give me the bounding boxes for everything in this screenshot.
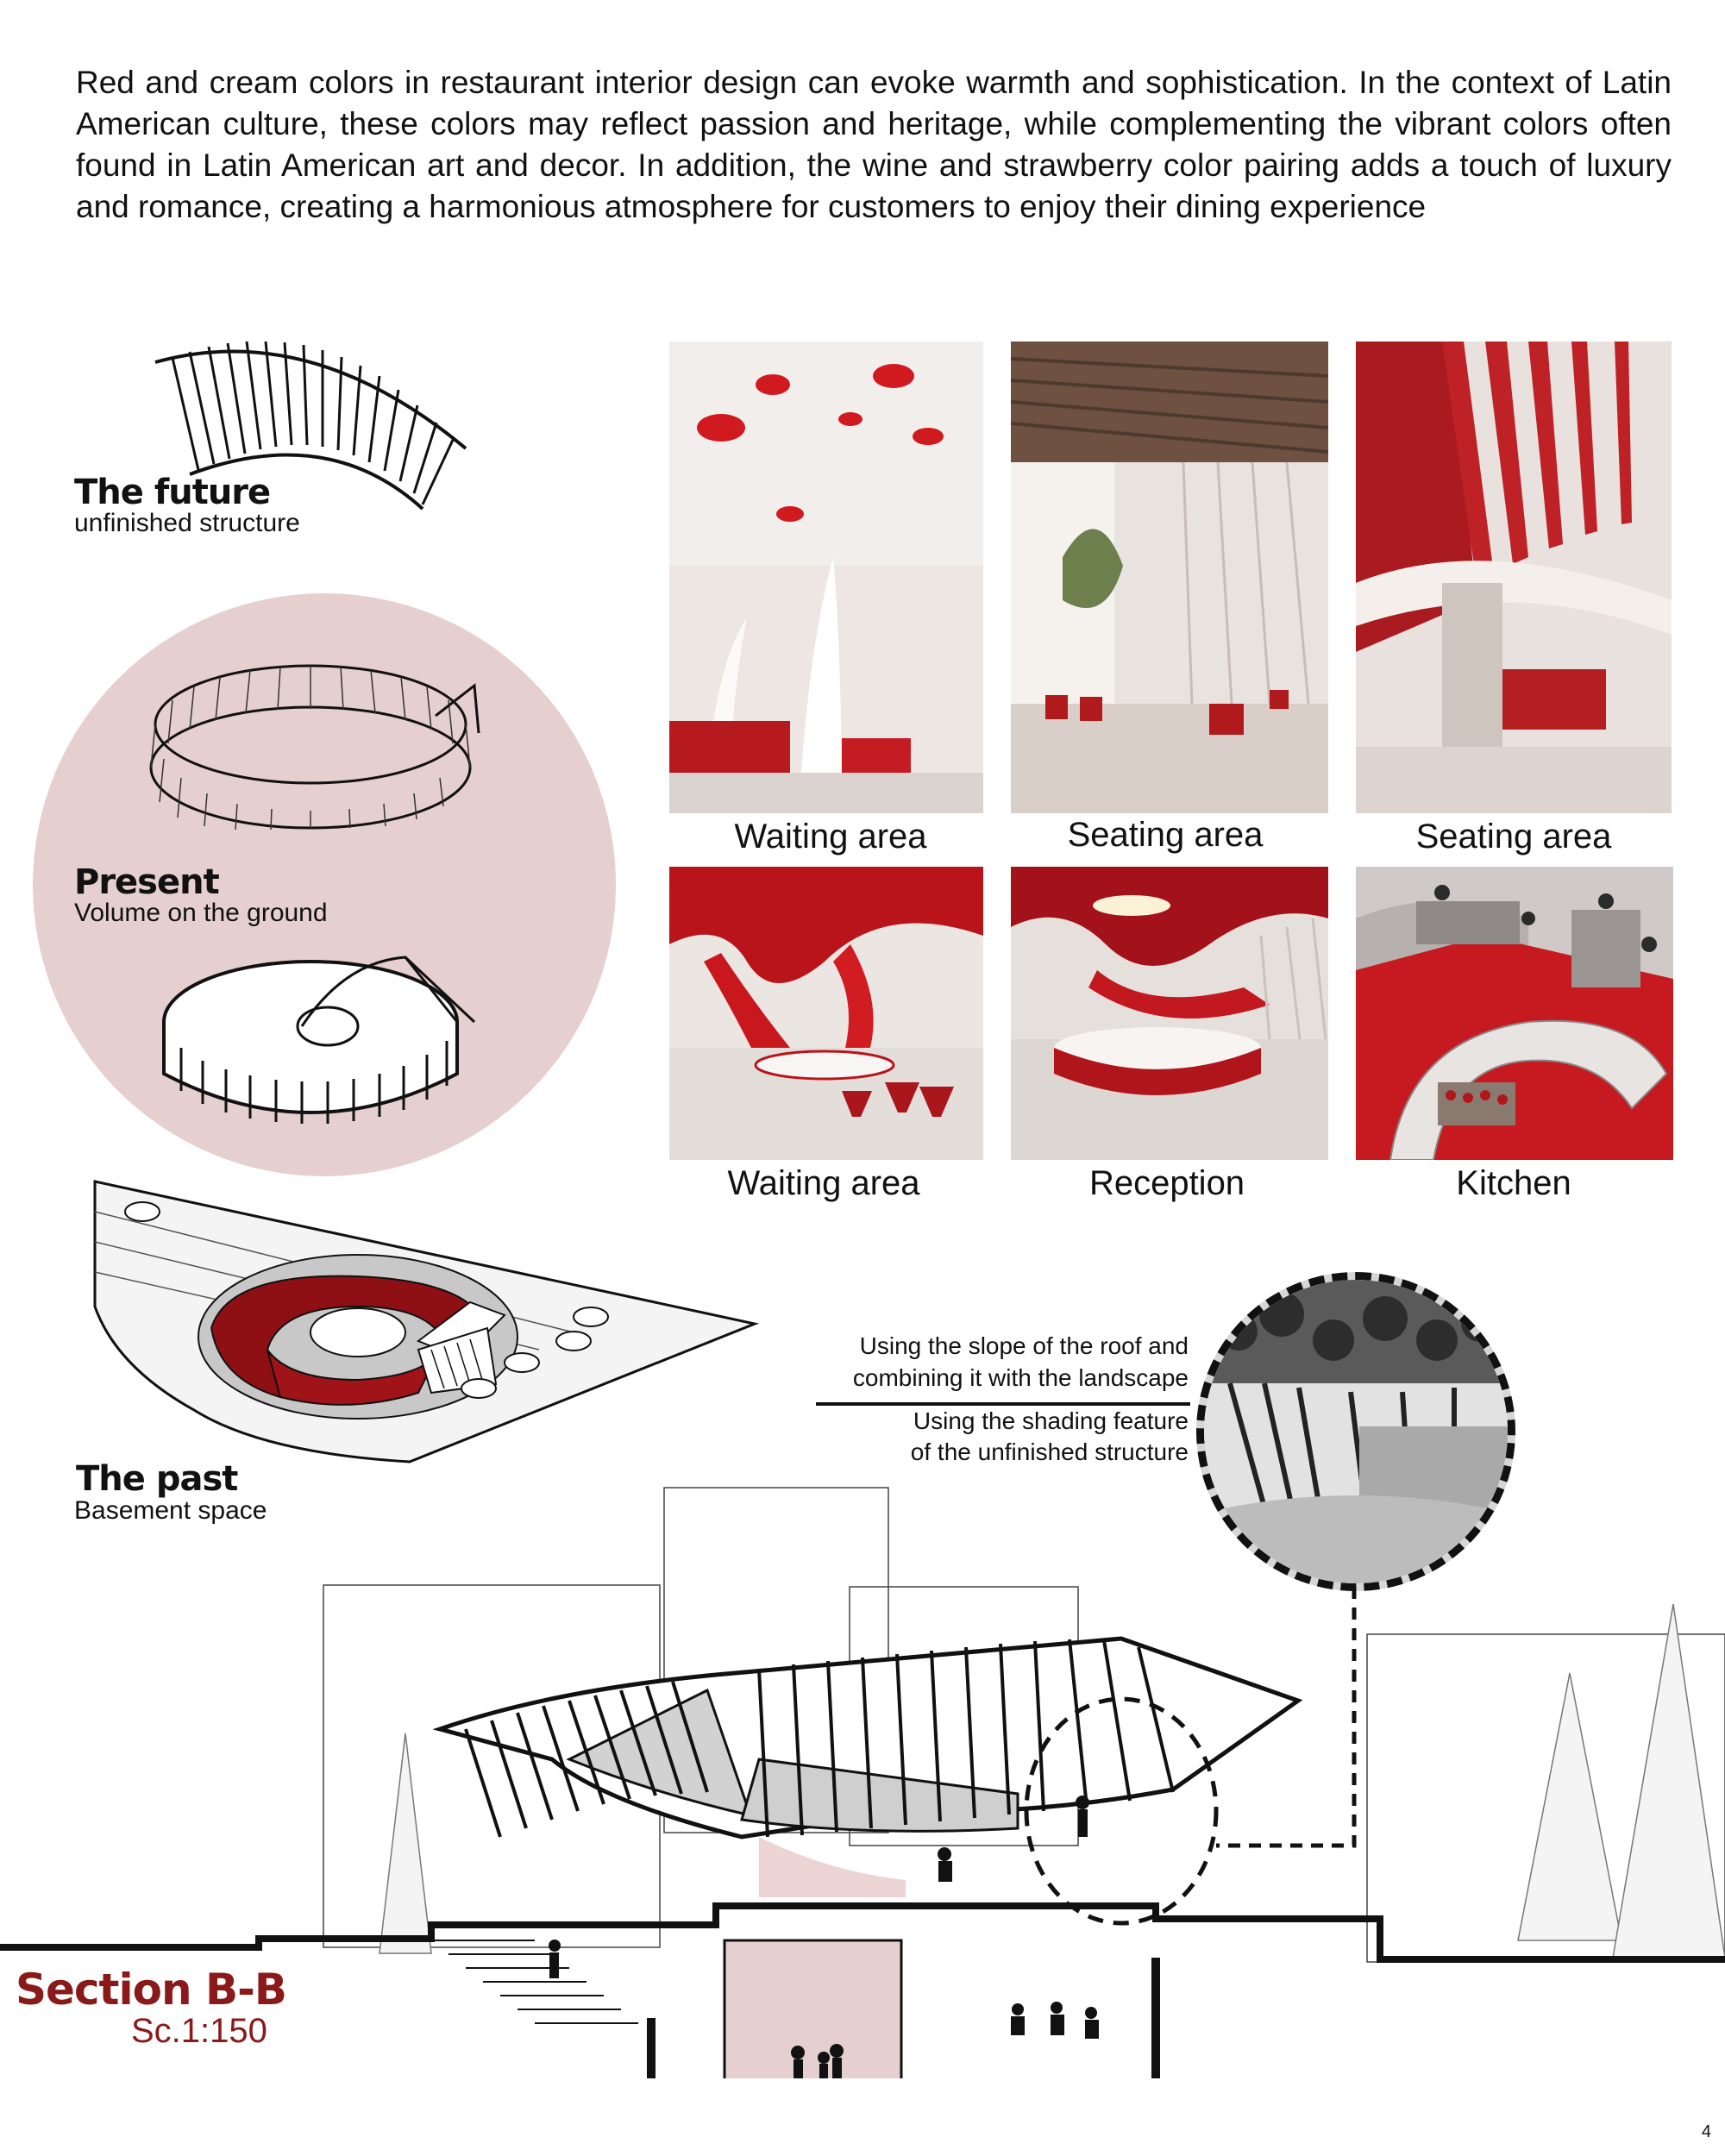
- future-structure-drawing: [154, 341, 467, 511]
- note-shade-line-2: of the unfinished structure: [910, 1438, 1189, 1465]
- photo-waiting-area-1: [669, 342, 983, 813]
- photo-seating-area-1: [1011, 342, 1328, 813]
- present-subtitle: Volume on the ground: [74, 899, 328, 927]
- note-divider: [816, 1402, 1190, 1406]
- note-roof-line-2: combining it with the landscape: [852, 1364, 1189, 1391]
- page-number: 4: [1701, 2122, 1711, 2141]
- photo-reception: [1011, 867, 1328, 1160]
- note-roof-line-1: Using the slope of the roof and: [859, 1332, 1189, 1359]
- detail-leader-line: [1216, 1587, 1357, 1848]
- caption-kitchen: Kitchen: [1456, 1164, 1571, 1202]
- present-volume-drawing: [162, 956, 476, 1124]
- past-subtitle: Basement space: [74, 1496, 267, 1525]
- caption-seating-area-1: Seating area: [1067, 816, 1264, 854]
- section-b-b-drawing: [0, 1487, 1725, 2078]
- caption-waiting-area-1: Waiting area: [734, 818, 927, 856]
- photo-kitchen: [1356, 867, 1673, 1160]
- caption-waiting-area-2: Waiting area: [727, 1164, 920, 1202]
- past-basement-drawing: [93, 1180, 760, 1463]
- note-shade-line-1: Using the shading feature: [913, 1407, 1189, 1434]
- future-subtitle: unfinished structure: [74, 509, 300, 537]
- section-scale: Sc.1:150: [131, 2012, 267, 2050]
- intro-paragraph: Red and cream colors in restaurant inter…: [76, 65, 1672, 224]
- future-title: The future: [74, 473, 271, 512]
- past-title: The past: [76, 1459, 238, 1499]
- photo-seating-area-2: [1356, 342, 1672, 813]
- caption-seating-area-2: Seating area: [1415, 818, 1612, 856]
- section-title: Section B-B: [16, 1965, 287, 2015]
- photo-waiting-area-2: [669, 867, 983, 1160]
- caption-reception: Reception: [1088, 1164, 1245, 1202]
- present-title: Present: [74, 862, 220, 902]
- present-ring-drawing: [149, 664, 480, 830]
